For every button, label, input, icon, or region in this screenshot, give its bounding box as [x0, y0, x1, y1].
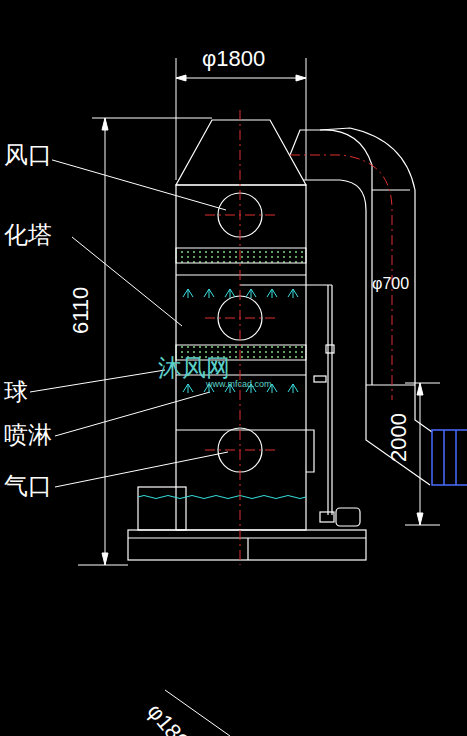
dimension-text: φ700 [372, 276, 409, 292]
spray-nozzle [183, 384, 193, 393]
spray-nozzle [288, 289, 298, 298]
exhaust-duct [290, 128, 432, 485]
part-label: 化塔 [4, 223, 52, 247]
spray-nozzle [246, 289, 256, 298]
part-label: 沐风网 [158, 356, 230, 380]
tower-body [128, 120, 366, 560]
spray-nozzle [288, 384, 298, 393]
spray-nozzle [183, 289, 193, 298]
part-label: 气口 [4, 474, 52, 498]
dimension-text: www.mfcad.com [206, 380, 272, 389]
spray-nozzle [204, 289, 214, 298]
dimension-text: 2000 [388, 413, 410, 462]
dimension-lines [78, 58, 440, 565]
packing-layer [176, 248, 306, 263]
dimension-text: φ180 [143, 700, 193, 736]
fan-unit [432, 430, 467, 485]
part-label: 风口 [4, 143, 52, 167]
part-label: 喷淋 [4, 423, 52, 447]
spray-nozzle [267, 289, 277, 298]
water-line [138, 496, 306, 499]
dimension-text: φ1800 [202, 48, 265, 70]
part-label: 球 [4, 380, 28, 404]
leader-lines [30, 157, 228, 487]
center-lines [205, 110, 392, 565]
dimension-text: 6110 [70, 287, 92, 334]
spray-nozzle [225, 289, 235, 298]
